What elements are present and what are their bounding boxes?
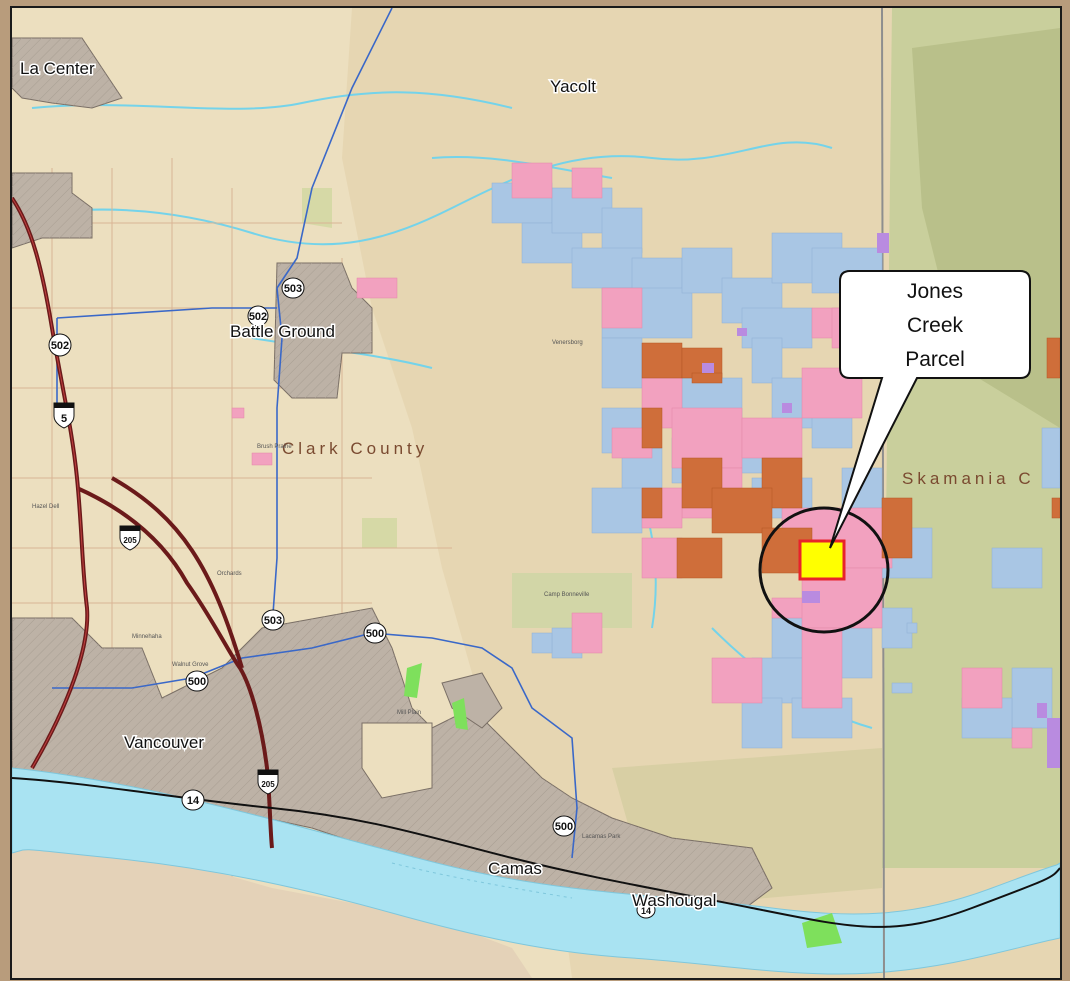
svg-text:5: 5 — [61, 413, 67, 425]
map-canvas: 502 502 5 205 205 503 503 — [12, 8, 1060, 978]
label-clark-county: Clark County — [282, 439, 428, 458]
label-vancouver: Vancouver — [124, 733, 204, 752]
label-lacamas-park: Lacamas Park — [582, 834, 621, 840]
shield-500b: 500 — [185, 670, 209, 692]
svg-text:14: 14 — [641, 906, 651, 916]
callout-jones-creek: Jones Creek Parcel — [829, 270, 1031, 549]
svg-text:500: 500 — [555, 821, 573, 833]
shield-502: 502 — [48, 333, 72, 357]
label-minnehaha: Minnehaha — [132, 634, 162, 640]
callout-line-1: Jones — [907, 280, 963, 303]
county-line — [881, 8, 885, 978]
shield-503b: 503 — [261, 609, 285, 631]
label-la-center: La Center — [20, 59, 95, 78]
svg-text:503: 503 — [264, 615, 282, 627]
columbia-river — [12, 767, 1060, 975]
label-camas: Camas — [488, 859, 542, 878]
shield-i5: 5 — [53, 402, 75, 429]
shield-14: 14 — [181, 789, 205, 811]
svg-text:503: 503 — [284, 283, 302, 295]
svg-text:14: 14 — [187, 795, 200, 807]
shield-500c: 500 — [552, 815, 576, 837]
shield-500a: 500 — [363, 622, 387, 644]
shield-i205b: 205 — [257, 769, 279, 795]
sr14-line — [12, 777, 1060, 928]
label-camp-bonneville: Camp Bonneville — [544, 592, 590, 598]
label-battle-ground: Battle Ground — [230, 322, 335, 341]
label-mill-plain: Mill Plain — [397, 710, 421, 716]
label-orchards: Orchards — [217, 571, 242, 577]
green-park — [452, 698, 468, 730]
jones-creek-parcel[interactable] — [798, 539, 846, 581]
shield-502b: 502 — [247, 305, 269, 327]
label-washougal: Washougal — [632, 891, 716, 910]
portland-area — [12, 848, 532, 978]
label-venersborg: Venersborg — [552, 340, 583, 346]
label-brush-prairie: Brush Prairie — [257, 444, 292, 450]
green-park — [404, 663, 422, 698]
svg-text:502: 502 — [249, 311, 267, 323]
label-yacolt: Yacolt — [550, 77, 596, 96]
park-area — [302, 188, 332, 228]
label-skamania-county: Skamania C — [902, 469, 1035, 488]
callout-line-2: Creek — [907, 314, 964, 337]
label-walnut-grove: Walnut Grove — [172, 662, 209, 668]
park-area — [362, 518, 397, 548]
interstate-centerline — [12, 197, 88, 769]
callout-line-3: Parcel — [905, 348, 965, 371]
svg-text:500: 500 — [366, 628, 384, 640]
map-viewport[interactable]: 502 502 5 205 205 503 503 — [10, 6, 1062, 980]
shield-i205a: 205 — [119, 525, 141, 551]
svg-text:205: 205 — [123, 536, 137, 545]
shield-503a: 503 — [281, 277, 305, 299]
label-hazel-dell: Hazel Dell — [32, 504, 59, 510]
route-shields: 502 502 5 205 205 503 503 — [48, 277, 656, 919]
green-park — [802, 913, 842, 948]
shield-14b: 14 — [636, 901, 656, 919]
parcel-highlight-circle — [758, 506, 890, 634]
river-detail — [391, 862, 573, 899]
parcels-purple — [702, 233, 1060, 768]
svg-text:205: 205 — [261, 780, 275, 789]
svg-text:502: 502 — [51, 340, 69, 352]
svg-text:500: 500 — [188, 676, 206, 688]
